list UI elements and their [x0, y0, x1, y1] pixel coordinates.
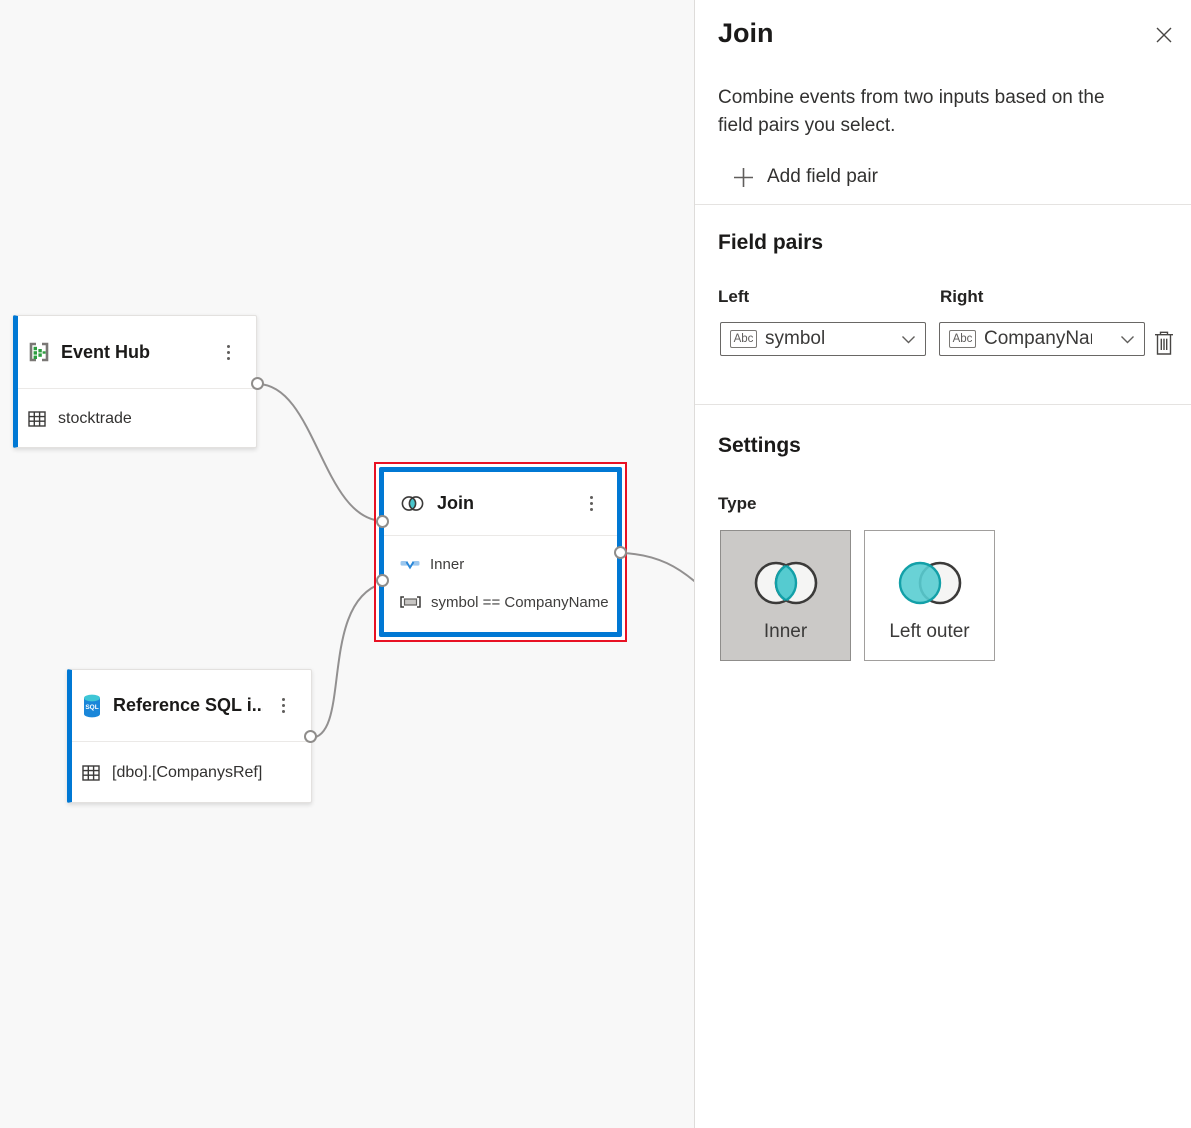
- event-hub-output-connector[interactable]: [251, 377, 264, 390]
- join-input-left-connector[interactable]: [376, 515, 389, 528]
- join-output-connector[interactable]: [614, 546, 627, 559]
- chevron-down-icon: [902, 335, 915, 343]
- join-venn-icon: [401, 496, 424, 511]
- panel-description: Combine events from two inputs based on …: [718, 87, 1105, 136]
- close-icon[interactable]: [1155, 26, 1173, 44]
- join-condition-row: symbol == CompanyName: [400, 591, 617, 613]
- join-type-option-inner[interactable]: Inner: [720, 530, 851, 661]
- edge-eventhub-to-join: [257, 383, 384, 522]
- edge-sql-to-join: [310, 582, 384, 739]
- panel-title: Join: [718, 18, 774, 48]
- sql-database-icon: SQL: [84, 694, 100, 717]
- inner-join-venn-icon: [754, 561, 817, 605]
- join-config-panel: Join Combine events from two inputs base…: [694, 0, 1191, 1128]
- join-node: Join Inner: [379, 467, 622, 637]
- event-hub-icon: [29, 342, 49, 362]
- reference-sql-node-header: SQL Reference SQL i...: [72, 670, 311, 741]
- reference-sql-output-connector[interactable]: [304, 730, 317, 743]
- divider: [18, 388, 256, 389]
- divider: [695, 204, 1191, 205]
- join-type-icon: [400, 560, 420, 569]
- add-field-pair-button[interactable]: Add field pair: [733, 166, 878, 188]
- inner-option-label: Inner: [763, 621, 808, 642]
- left-outer-option-label: Left outer: [889, 621, 970, 642]
- delete-field-pair-icon[interactable]: [1153, 330, 1175, 356]
- event-hub-node[interactable]: Event Hub stocktrade: [13, 315, 257, 448]
- left-outer-join-venn-icon: [898, 561, 961, 605]
- table-icon: [82, 765, 100, 781]
- event-hub-more-options-button[interactable]: [227, 344, 230, 360]
- event-hub-node-title: Event Hub: [61, 341, 151, 362]
- divider: [695, 404, 1191, 405]
- settings-heading: Settings: [718, 434, 801, 457]
- table-icon: [28, 411, 46, 427]
- reference-sql-node-title: Reference SQL i...: [113, 695, 263, 715]
- left-column-label: Left: [718, 287, 750, 306]
- join-type-value: Inner: [430, 555, 465, 573]
- left-field-dropdown[interactable]: Abc symbol: [720, 322, 926, 356]
- join-node-body: Inner symbol == CompanyName: [384, 536, 617, 613]
- left-field-value: symbol: [765, 328, 826, 349]
- add-field-pair-label: Add field pair: [767, 166, 878, 187]
- field-pair-icon: [400, 596, 421, 608]
- reference-sql-more-options-button[interactable]: [282, 698, 285, 713]
- divider: [384, 535, 617, 536]
- join-type-option-left-outer[interactable]: Left outer: [864, 530, 995, 661]
- text-type-icon: Abc: [730, 330, 757, 348]
- right-column-label: Right: [940, 287, 984, 306]
- plus-icon: [734, 167, 753, 187]
- divider: [72, 741, 311, 742]
- right-field-dropdown[interactable]: Abc CompanyName: [939, 322, 1145, 356]
- diagram-canvas[interactable]: Event Hub stocktrade SQL: [0, 0, 694, 1128]
- event-hub-node-header: Event Hub: [18, 316, 256, 388]
- edge-join-output: [620, 552, 694, 583]
- join-node-header: Join: [384, 472, 617, 535]
- reference-sql-table-name: [dbo].[CompanysRef]: [112, 764, 263, 781]
- join-node-title: Join: [437, 493, 475, 513]
- chevron-down-icon: [1121, 335, 1134, 343]
- join-type-row: Inner: [400, 553, 617, 575]
- event-hub-table-row: stocktrade: [18, 389, 256, 449]
- join-node-selected[interactable]: Join Inner: [374, 462, 627, 642]
- text-type-icon: Abc: [949, 330, 976, 348]
- join-more-options-button[interactable]: [590, 496, 593, 511]
- svg-text:SQL: SQL: [85, 704, 98, 711]
- reference-sql-node[interactable]: SQL Reference SQL i... [dbo].[CompanysRe…: [67, 669, 312, 803]
- join-condition-value: symbol == CompanyName: [431, 593, 609, 611]
- right-field-value: CompanyName: [984, 328, 1092, 349]
- reference-sql-table-row: [dbo].[CompanysRef]: [72, 742, 311, 804]
- field-pairs-heading: Field pairs: [718, 231, 824, 254]
- event-hub-table-name: stocktrade: [58, 410, 132, 427]
- type-label: Type: [718, 494, 757, 513]
- join-input-right-connector[interactable]: [376, 574, 389, 587]
